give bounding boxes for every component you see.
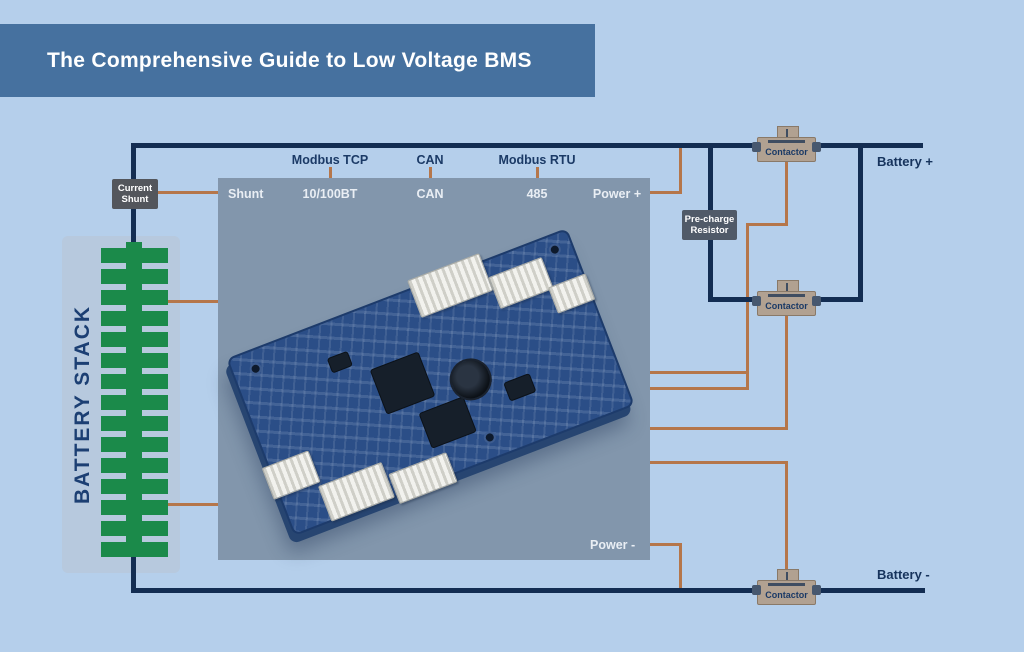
wire-contactor-bottom-v bbox=[785, 461, 788, 573]
label-modbus-tcp: Modbus TCP bbox=[291, 153, 369, 167]
battery-cell bbox=[101, 389, 168, 410]
wire-shunt-link bbox=[157, 191, 218, 194]
battery-cell bbox=[101, 473, 168, 494]
wire-power-plus-h bbox=[650, 191, 680, 194]
contactor-top: Contactor bbox=[752, 126, 821, 163]
current-shunt-box: Current Shunt bbox=[112, 179, 158, 209]
contactor-terminal-right bbox=[812, 296, 821, 306]
wire-contactor-top-h1 bbox=[746, 223, 788, 226]
port-485: 485 bbox=[526, 187, 548, 201]
wire-tick-modbus-rtu bbox=[536, 167, 539, 178]
battery-cell bbox=[101, 368, 168, 389]
wire-power-minus-v bbox=[679, 543, 682, 591]
pcb-mounting-hole bbox=[247, 361, 264, 377]
wire-contactor-top-v1 bbox=[785, 160, 788, 226]
battery-cell bbox=[101, 410, 168, 431]
battery-cell bbox=[101, 515, 168, 536]
battery-cells bbox=[101, 242, 168, 557]
label-modbus-rtu: Modbus RTU bbox=[498, 153, 576, 167]
wire-contactor-bottom-h bbox=[650, 461, 788, 464]
port-ethernet: 10/100BT bbox=[302, 187, 358, 201]
contactor-terminal-left bbox=[752, 585, 761, 595]
wire-power-plus-v bbox=[679, 145, 682, 194]
battery-stack-title: BATTERY STACK bbox=[71, 304, 94, 505]
wire-contactor-top-v2 bbox=[746, 223, 749, 390]
precharge-resistor-box: Pre-charge Resistor bbox=[682, 210, 737, 240]
contactor-coil-stem bbox=[786, 129, 788, 137]
battery-cell bbox=[101, 536, 168, 557]
contactor-bottom: Contactor bbox=[752, 569, 821, 606]
contactor-coil-stem bbox=[786, 572, 788, 580]
pcb-mounting-hole bbox=[547, 241, 563, 258]
contactor-contact-bar bbox=[768, 583, 805, 586]
pcb-chip bbox=[418, 396, 477, 449]
contactor-terminal-right bbox=[812, 142, 821, 152]
contactor-label: Contactor bbox=[765, 590, 808, 600]
label-battery-plus: Battery + bbox=[877, 154, 933, 169]
contactor-terminal-right bbox=[812, 585, 821, 595]
contactor-coil-stem bbox=[786, 283, 788, 291]
label-battery-minus: Battery - bbox=[877, 567, 930, 582]
port-power-minus: Power - bbox=[590, 538, 636, 552]
wire-precharge-branch-up bbox=[858, 143, 863, 302]
port-shunt: Shunt bbox=[228, 187, 264, 201]
port-power-plus: Power + bbox=[592, 187, 642, 201]
battery-cell bbox=[101, 494, 168, 515]
wire-power-minus-h bbox=[650, 543, 680, 546]
pcb-chip bbox=[503, 372, 537, 402]
wire-panel-right-a bbox=[650, 371, 749, 374]
battery-cell bbox=[101, 452, 168, 473]
battery-cell bbox=[101, 326, 168, 347]
battery-cell bbox=[101, 263, 168, 284]
wire-bus-top bbox=[131, 143, 923, 148]
port-can: CAN bbox=[416, 187, 444, 201]
battery-cell bbox=[101, 284, 168, 305]
page-title: The Comprehensive Guide to Low Voltage B… bbox=[47, 48, 532, 72]
contactor-terminal-left bbox=[752, 296, 761, 306]
battery-cell bbox=[101, 347, 168, 368]
contactor-precharge: Contactor bbox=[752, 280, 821, 317]
pcb-mounting-hole bbox=[482, 429, 498, 446]
wire-tick-modbus-tcp bbox=[329, 167, 332, 178]
wire-stack-sense-bottom bbox=[168, 503, 218, 506]
pcb-main-chip bbox=[369, 351, 436, 415]
contactor-contact-bar bbox=[768, 140, 805, 143]
title-banner: The Comprehensive Guide to Low Voltage B… bbox=[0, 24, 595, 97]
wire-stack-sense-top bbox=[168, 300, 218, 303]
battery-cell bbox=[101, 305, 168, 326]
battery-cell bbox=[101, 431, 168, 452]
contactor-label: Contactor bbox=[765, 147, 808, 157]
wire-panel-right-b bbox=[650, 387, 749, 390]
pcb-connector bbox=[261, 450, 321, 500]
wire-bus-bottom bbox=[131, 588, 925, 593]
pcb-inductor bbox=[443, 352, 498, 407]
label-can-top: CAN bbox=[416, 153, 444, 167]
battery-cell bbox=[101, 242, 168, 263]
contactor-contact-bar bbox=[768, 294, 805, 297]
wire-contactor-mid-v bbox=[785, 313, 788, 430]
pcb-connector bbox=[488, 256, 554, 310]
contactor-label: Contactor bbox=[765, 301, 808, 311]
contactor-terminal-left bbox=[752, 142, 761, 152]
wire-tick-can bbox=[429, 167, 432, 178]
pcb-chip bbox=[326, 350, 354, 374]
wire-contactor-mid-h bbox=[650, 427, 788, 430]
